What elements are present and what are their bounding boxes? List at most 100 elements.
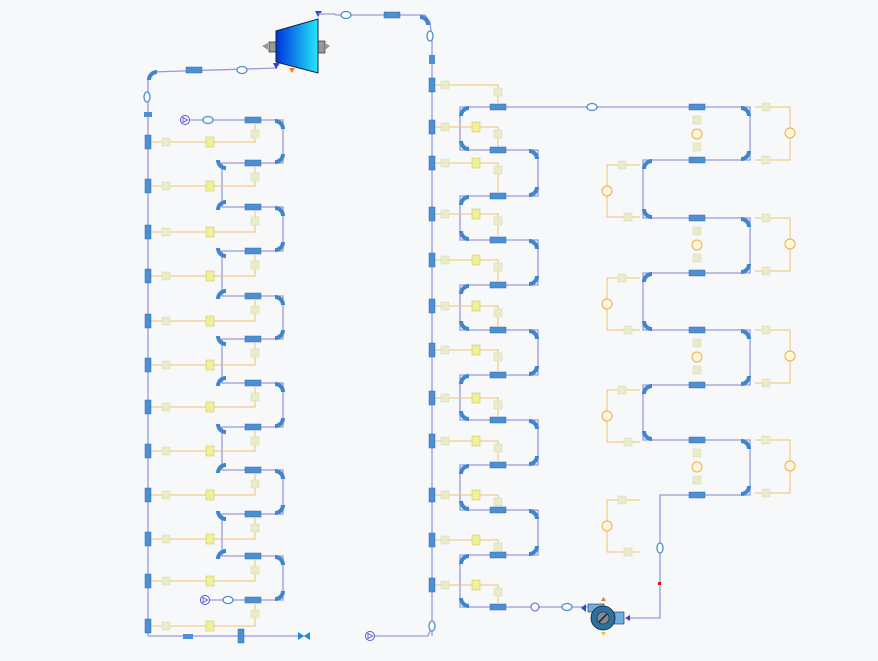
heat-port-block-icon[interactable] <box>493 87 503 97</box>
insulation-wall-icon[interactable] <box>471 392 481 404</box>
heat-port-block-icon[interactable] <box>692 115 702 125</box>
heat-port-block-icon[interactable] <box>250 216 260 226</box>
heat-exchanger-icon[interactable] <box>688 269 706 277</box>
heat-port-block-icon[interactable] <box>761 102 771 112</box>
pipe-segment-icon[interactable] <box>428 433 436 449</box>
pipe-bend-icon[interactable] <box>459 464 470 475</box>
insulation-wall-icon[interactable] <box>205 270 215 282</box>
heat-source-icon[interactable] <box>784 127 796 139</box>
pipe-bend-icon[interactable] <box>459 597 470 608</box>
heat-exchanger-icon[interactable] <box>489 103 507 111</box>
heat-port-block-icon[interactable] <box>161 271 171 281</box>
flow-sensor-icon[interactable] <box>222 595 234 605</box>
heat-exchanger-icon[interactable] <box>244 552 262 560</box>
pump-inlet-port-icon[interactable] <box>625 615 630 621</box>
pipe-bend-icon[interactable] <box>147 70 158 81</box>
heat-port-block-icon[interactable] <box>250 609 260 619</box>
pipe-bend-icon[interactable] <box>274 241 285 252</box>
pump-port-icon[interactable] <box>601 632 606 636</box>
heat-port-block-icon[interactable] <box>493 129 503 139</box>
heat-port-block-icon[interactable] <box>493 443 503 453</box>
outlet-sensor-icon[interactable] <box>237 628 245 644</box>
heat-port-block-icon[interactable] <box>440 80 450 90</box>
heat-port-block-icon[interactable] <box>161 402 171 412</box>
heat-port-block-icon[interactable] <box>761 213 771 223</box>
heat-exchanger-icon[interactable] <box>688 381 706 389</box>
heat-exchanger-icon[interactable] <box>244 247 262 255</box>
pipe-bend-icon[interactable] <box>274 417 285 428</box>
heat-port-block-icon[interactable] <box>250 172 260 182</box>
pipe-bend-icon[interactable] <box>274 119 285 130</box>
heat-port-block-icon[interactable] <box>623 547 633 557</box>
heat-port-block-icon[interactable] <box>761 378 771 388</box>
heat-exchanger-icon[interactable] <box>244 335 262 343</box>
insulation-wall-icon[interactable] <box>205 445 215 457</box>
heat-port-block-icon[interactable] <box>440 345 450 355</box>
pipe-segment-icon[interactable] <box>144 178 152 194</box>
heat-port-block-icon[interactable] <box>692 365 702 375</box>
pipe-bend-icon[interactable] <box>419 15 430 26</box>
pipe-segment-icon[interactable] <box>144 618 152 634</box>
pipe-segment-icon[interactable] <box>428 532 436 548</box>
pipe-bend-icon[interactable] <box>216 200 227 211</box>
pipe-bend-icon[interactable] <box>642 430 653 441</box>
heat-port-block-icon[interactable] <box>440 490 450 500</box>
pipe-bend-icon[interactable] <box>528 545 539 556</box>
pipe-bend-icon[interactable] <box>216 335 227 346</box>
heat-port-block-icon[interactable] <box>493 587 503 597</box>
pipe-bend-icon[interactable] <box>528 239 539 250</box>
heat-source-icon[interactable] <box>784 350 796 362</box>
heat-exchanger-icon[interactable] <box>244 510 262 518</box>
insulation-wall-icon[interactable] <box>471 300 481 312</box>
heat-port-block-icon[interactable] <box>440 580 450 590</box>
pipe-bend-icon[interactable] <box>740 106 751 117</box>
pipe-bend-icon[interactable] <box>528 419 539 430</box>
insulation-wall-icon[interactable] <box>205 575 215 587</box>
heat-exchanger-icon[interactable] <box>244 159 262 167</box>
pipe-bend-icon[interactable] <box>216 463 227 474</box>
heat-port-block-icon[interactable] <box>440 393 450 403</box>
pipe-bend-icon[interactable] <box>528 455 539 466</box>
pipe-bend-icon[interactable] <box>274 295 285 306</box>
heat-port-block-icon[interactable] <box>761 266 771 276</box>
pipe-bend-icon[interactable] <box>528 365 539 376</box>
pipe-segment-icon[interactable] <box>429 55 435 64</box>
pipe-segment-icon[interactable] <box>428 155 436 171</box>
pipe-bend-icon[interactable] <box>216 376 227 387</box>
pipe-bend-icon[interactable] <box>528 275 539 286</box>
heat-source-icon[interactable] <box>691 239 703 251</box>
heat-port-block-icon[interactable] <box>692 226 702 236</box>
heat-source-icon[interactable] <box>784 238 796 250</box>
pipe-segment-icon[interactable] <box>428 342 436 358</box>
heat-exchanger-icon[interactable] <box>244 596 262 604</box>
heat-port-block-icon[interactable] <box>161 137 171 147</box>
heat-port-block-icon[interactable] <box>692 448 702 458</box>
heat-exchanger-icon[interactable] <box>244 423 262 431</box>
pipe-segment-icon[interactable] <box>144 399 152 415</box>
pipe-bend-icon[interactable] <box>740 485 751 496</box>
heat-source-icon[interactable] <box>691 461 703 473</box>
heat-port-block-icon[interactable] <box>161 181 171 191</box>
pipe-segment-icon[interactable] <box>144 313 152 329</box>
insulation-wall-icon[interactable] <box>471 208 481 220</box>
pipe-segment-icon[interactable] <box>428 77 436 93</box>
pipe-bend-icon[interactable] <box>274 206 285 217</box>
heat-port-block-icon[interactable] <box>761 435 771 445</box>
heat-exchanger-icon[interactable] <box>244 203 262 211</box>
turbine-inlet-port-icon[interactable] <box>273 63 280 69</box>
insulation-wall-icon[interactable] <box>205 226 215 238</box>
pipe-bend-icon[interactable] <box>216 159 227 170</box>
heat-source-icon[interactable] <box>601 185 613 197</box>
heat-port-block-icon[interactable] <box>440 301 450 311</box>
pipe-bend-icon[interactable] <box>216 247 227 258</box>
pipe-bend-icon[interactable] <box>274 555 285 566</box>
pipe-bend-icon[interactable] <box>459 230 470 241</box>
heat-exchanger-icon[interactable] <box>244 292 262 300</box>
pipe-segment-icon[interactable] <box>428 119 436 135</box>
flow-sensor-icon[interactable] <box>202 115 214 125</box>
heat-port-block-icon[interactable] <box>161 360 171 370</box>
heat-exchanger-icon[interactable] <box>244 116 262 124</box>
heat-exchanger-icon[interactable] <box>244 379 262 387</box>
pipe-bend-icon[interactable] <box>274 469 285 480</box>
pipe-segment-icon[interactable] <box>428 487 436 503</box>
